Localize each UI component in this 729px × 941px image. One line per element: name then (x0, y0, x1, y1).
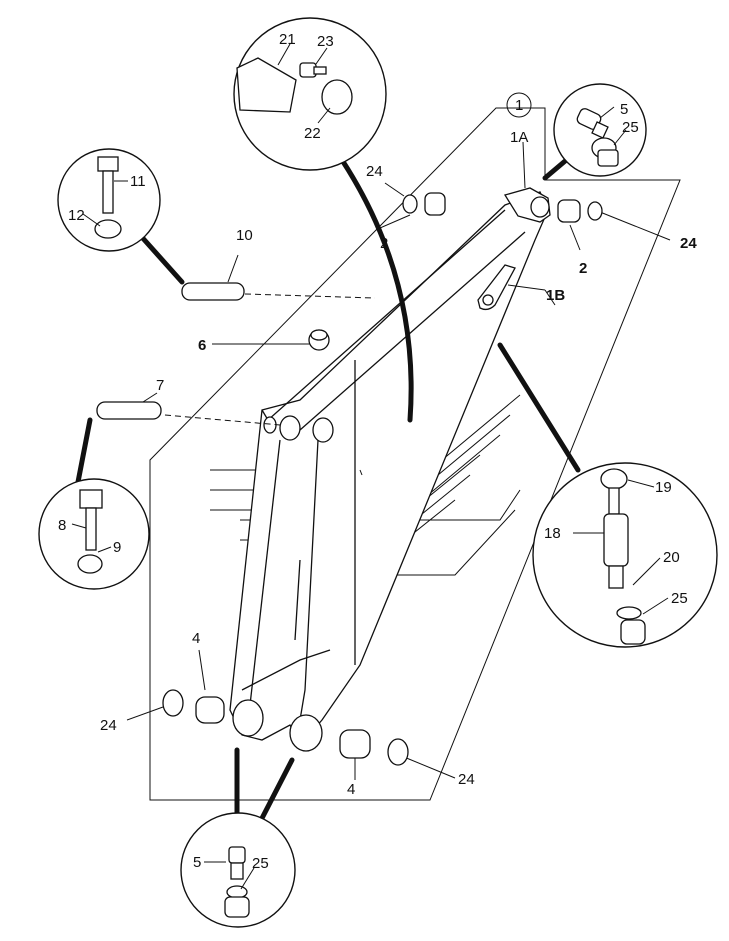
label-screw: 23 (317, 33, 334, 50)
label-plate: 21 (279, 31, 296, 48)
label-boom-bracket: 1B (546, 287, 565, 304)
boom-arm (229, 187, 551, 752)
label-cap-right: 25 (671, 590, 688, 607)
stop-pad-part (308, 329, 330, 351)
label-pin-upper: 10 (236, 227, 253, 244)
label-stop-pad: 6 (198, 337, 206, 354)
detail-circle-bolt-upper (57, 148, 161, 252)
callout-labels: 1 1A 1B 21 23 22 11 12 10 6 7 8 9 24 2 2… (58, 31, 697, 872)
label-shim-bottom-right: 24 (458, 771, 475, 788)
label-adapter: 20 (663, 549, 680, 566)
detail-circle-spacer (532, 462, 718, 648)
label-shim-top-left: 24 (366, 163, 383, 180)
label-pad: 22 (304, 125, 321, 142)
detail-circle-plate (233, 17, 387, 171)
bushings (162, 192, 603, 766)
label-pin-lower: 7 (156, 377, 164, 394)
label-shim-bottom-left: 24 (100, 717, 117, 734)
detail-circle-fitting-top (553, 83, 647, 177)
label-fitting-top: 5 (620, 101, 628, 118)
label-nut-upper: 12 (68, 207, 85, 224)
label-cap-bottom: 25 (252, 855, 269, 872)
detail-circle-fitting-bottom (180, 812, 296, 928)
label-bolt-upper: 11 (130, 173, 146, 190)
label-boom-end: 1A (510, 129, 528, 146)
label-bushing-bottom-right: 4 (347, 781, 355, 798)
label-main-assembly: 1 (515, 97, 523, 114)
label-spacer-nut: 19 (655, 479, 672, 496)
label-shim-top-right: 24 (680, 235, 697, 252)
label-spacer: 18 (544, 525, 561, 542)
pin-lower (96, 401, 162, 420)
label-fitting-bottom: 5 (193, 854, 201, 871)
assembly-outline (149, 107, 681, 801)
label-bolt-lower: 8 (58, 517, 66, 534)
detail-circle-bolt-lower (38, 478, 150, 590)
label-bushing-bottom-left: 4 (192, 630, 200, 647)
pin-upper (181, 282, 245, 301)
label-bushing-top-left: 2 (380, 235, 388, 252)
label-bushing-top-right: 2 (579, 260, 587, 277)
label-nut-lower: 9 (113, 539, 121, 556)
leader-lines (126, 141, 671, 780)
label-cap-top: 25 (622, 119, 639, 136)
